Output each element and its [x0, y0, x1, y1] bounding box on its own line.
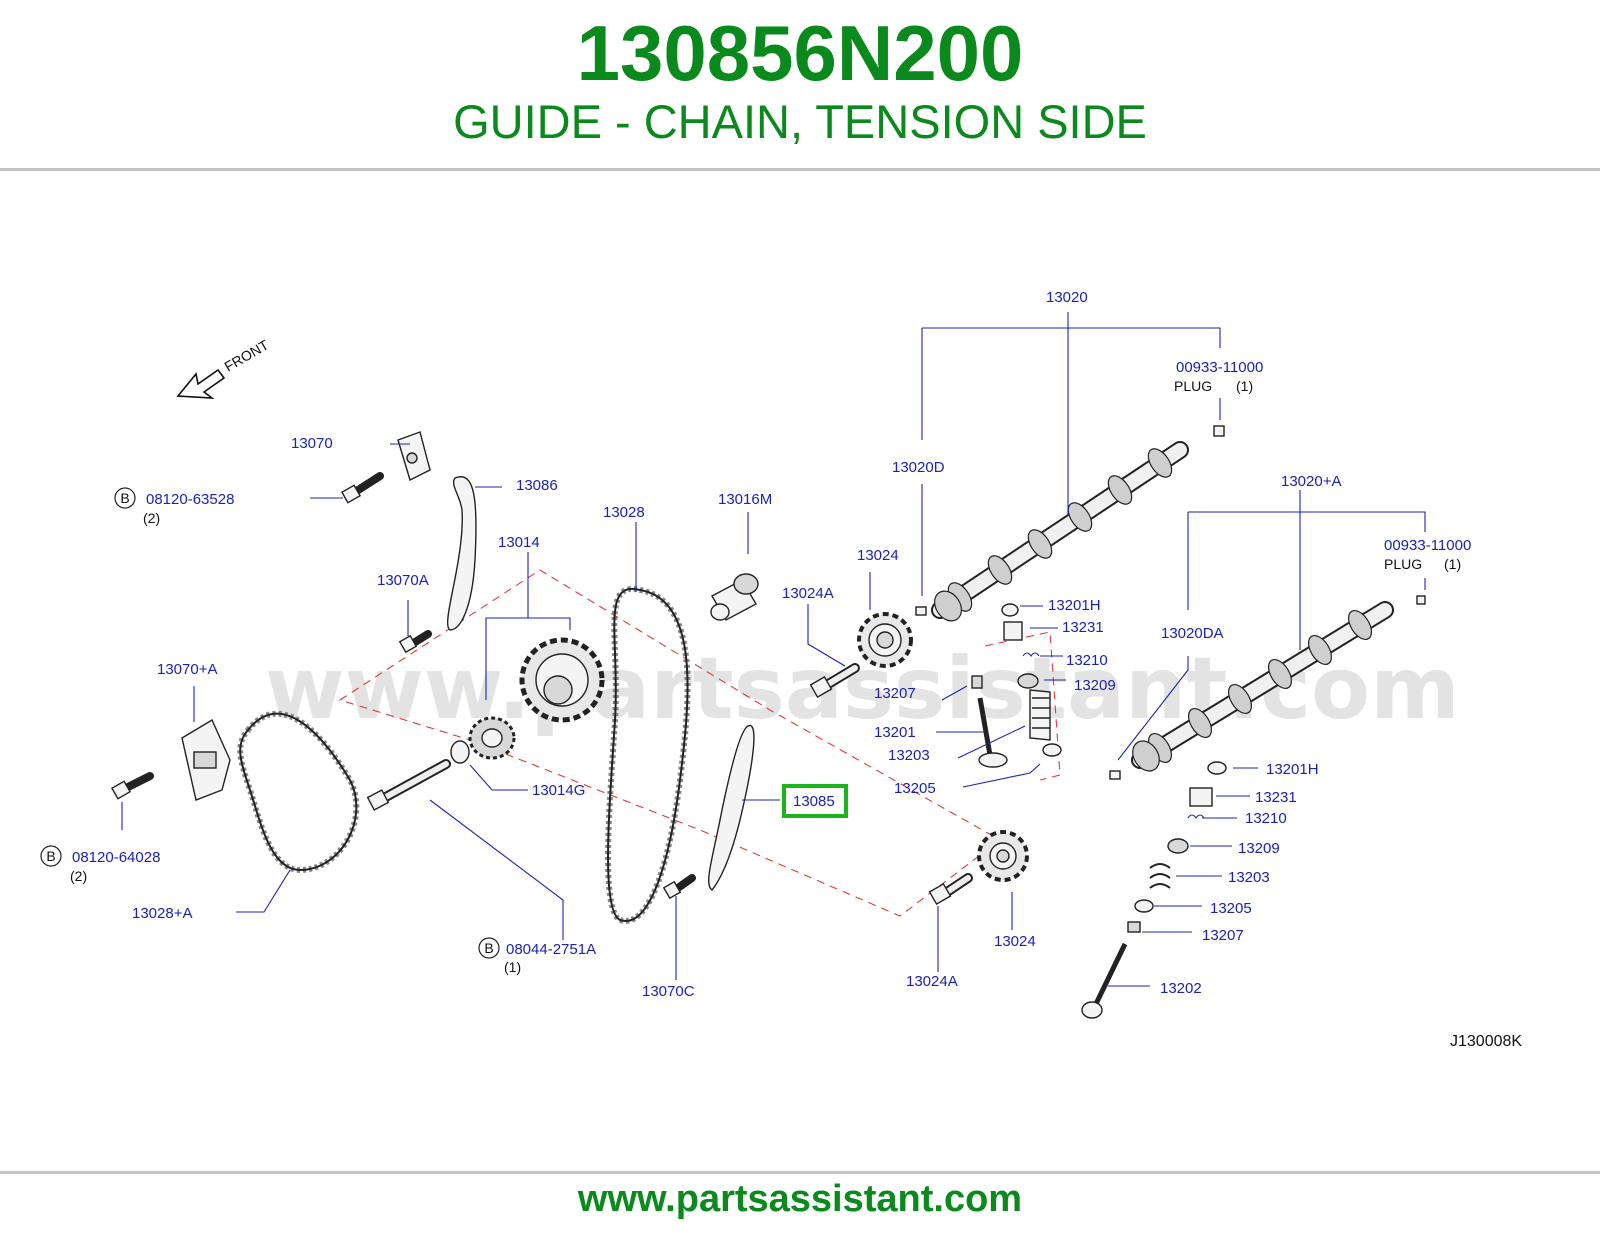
- label-13210-lower[interactable]: 13210: [1245, 810, 1287, 827]
- leader-lines: [121, 312, 1426, 987]
- spacer-13016M: [710, 573, 759, 621]
- camshaft-exhaust: [931, 441, 1189, 622]
- label-00933-11000-lower[interactable]: 00933-11000: [1384, 537, 1471, 554]
- highlight-box-13085: [782, 784, 848, 818]
- valve-train-upper: [971, 603, 1062, 768]
- label-13203-upper[interactable]: 13203: [888, 747, 930, 764]
- b-marker-1: B: [114, 487, 136, 509]
- label-plug-lower-qty: (1): [1444, 556, 1461, 572]
- cam-sprocket-upper: [857, 612, 913, 668]
- label-13070-plus-a[interactable]: 13070+A: [157, 661, 217, 678]
- label-13020D[interactable]: 13020D: [892, 459, 945, 476]
- plug-upper: [1213, 425, 1225, 437]
- sprocket-bolt-lower: [928, 873, 973, 906]
- footer-divider: [0, 1171, 1600, 1174]
- label-13028-plus-a[interactable]: 13028+A: [132, 905, 192, 922]
- tension-guide-13085: [708, 725, 755, 891]
- label-13207-upper[interactable]: 13207: [874, 685, 916, 702]
- timing-chain-secondary: [237, 710, 360, 874]
- svg-text:B: B: [484, 940, 493, 956]
- label-13202[interactable]: 13202: [1160, 980, 1202, 997]
- label-08120-63528[interactable]: 08120-63528: [146, 491, 234, 508]
- label-13231-upper[interactable]: 13231: [1062, 619, 1104, 636]
- plug-lower: [1416, 595, 1426, 605]
- sprocket-bolt-upper: [809, 663, 860, 699]
- label-13020[interactable]: 13020: [1046, 289, 1088, 306]
- label-13014[interactable]: 13014: [498, 534, 540, 551]
- label-13201H-lower[interactable]: 13201H: [1266, 761, 1319, 778]
- bolt-13070C: [662, 874, 696, 900]
- label-13209-upper[interactable]: 13209: [1074, 677, 1116, 694]
- label-13203-lower[interactable]: 13203: [1228, 869, 1270, 886]
- label-13205-upper[interactable]: 13205: [894, 780, 936, 797]
- footer-url-link[interactable]: www.partsassistant.com: [577, 1178, 1023, 1220]
- label-08044-2751A[interactable]: 08044-2751A: [506, 941, 596, 958]
- cam-sprocket-lower: [977, 830, 1029, 882]
- head-outline-dashed: [338, 569, 1001, 917]
- part-description: GUIDE - CHAIN, TENSION SIDE: [453, 95, 1147, 148]
- header-divider: [0, 168, 1600, 171]
- svg-text:B: B: [120, 490, 129, 506]
- idler-gear-13014G: [468, 716, 516, 760]
- bolt-13070A: [398, 630, 432, 654]
- washer: [450, 740, 470, 764]
- label-plug-upper: PLUG: [1174, 378, 1212, 394]
- idler-bolt: [366, 759, 451, 811]
- label-13024-upper[interactable]: 13024: [857, 547, 899, 564]
- label-08120-63528-qty: (2): [143, 510, 160, 526]
- label-13016M[interactable]: 13016M: [718, 491, 772, 508]
- tensioner-13070: [397, 431, 431, 481]
- dowel-lower: [1109, 770, 1121, 780]
- label-08044-2751A-qty: (1): [504, 959, 521, 975]
- label-13024-lower[interactable]: 13024: [994, 933, 1036, 950]
- label-13070[interactable]: 13070: [291, 435, 333, 452]
- dowel-upper: [915, 606, 927, 616]
- label-13070A[interactable]: 13070A: [377, 572, 429, 589]
- idler-sprocket: [519, 637, 605, 723]
- label-13070C[interactable]: 13070C: [642, 983, 695, 1000]
- label-13086[interactable]: 13086: [516, 477, 558, 494]
- slack-guide-13086: [446, 476, 477, 631]
- label-08120-64028-qty: (2): [70, 868, 87, 884]
- b-marker-2: B: [40, 845, 62, 867]
- svg-text:B: B: [46, 848, 55, 864]
- b-marker-3: B: [478, 937, 500, 959]
- label-13028[interactable]: 13028: [603, 504, 645, 521]
- bolt-08120-64028: [110, 772, 154, 800]
- label-13201[interactable]: 13201: [874, 724, 916, 741]
- label-13231-lower[interactable]: 13231: [1255, 789, 1297, 806]
- front-label: FRONT: [222, 336, 272, 374]
- watermark-text: www.partsassistant.com: [265, 639, 1460, 739]
- label-13014G[interactable]: 13014G: [532, 782, 585, 799]
- label-00933-11000-upper[interactable]: 00933-11000: [1176, 359, 1263, 376]
- label-13085[interactable]: 13085: [793, 793, 835, 810]
- part-number-title: 130856N200: [576, 9, 1024, 97]
- label-plug-lower: PLUG: [1384, 556, 1422, 572]
- label-13020DA[interactable]: 13020DA: [1161, 625, 1224, 642]
- label-13209-lower[interactable]: 13209: [1238, 840, 1280, 857]
- label-13210-upper[interactable]: 13210: [1066, 652, 1108, 669]
- label-13024A-upper[interactable]: 13024A: [782, 585, 834, 602]
- label-13020-plus-a[interactable]: 13020+A: [1281, 473, 1341, 490]
- front-arrow-icon: [176, 368, 226, 399]
- label-plug-upper-qty: (1): [1236, 378, 1253, 394]
- bolt-08120-63528: [340, 472, 384, 504]
- label-13205-lower[interactable]: 13205: [1210, 900, 1252, 917]
- label-13201H-upper[interactable]: 13201H: [1048, 597, 1101, 614]
- label-13207-lower[interactable]: 13207: [1202, 927, 1244, 944]
- figure-code: J130008K: [1450, 1033, 1522, 1050]
- tensioner-13070-A: [181, 718, 231, 801]
- valve-train-lower: [1081, 761, 1227, 1019]
- label-13024A-lower[interactable]: 13024A: [906, 973, 958, 990]
- camshaft-intake: [1131, 601, 1394, 772]
- label-08120-64028[interactable]: 08120-64028: [72, 849, 160, 866]
- timing-chain-primary: [605, 585, 691, 924]
- page-header: 130856N200 GUIDE - CHAIN, TENSION SIDE: [0, 0, 1600, 170]
